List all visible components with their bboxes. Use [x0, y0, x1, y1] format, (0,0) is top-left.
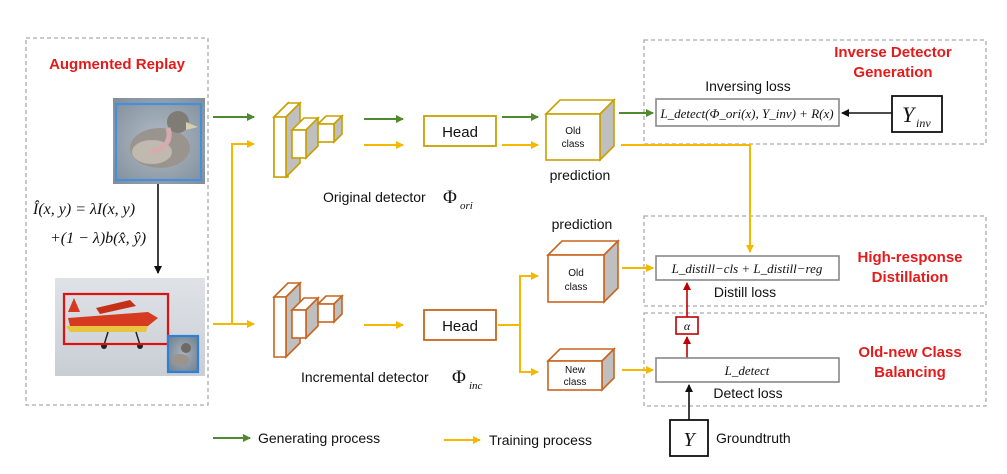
incremental-old-class-line2: class	[565, 282, 588, 293]
incremental-old-class-line1: Old	[568, 268, 584, 279]
distill-loss-formula: L_distill−cls + L_distill−reg	[671, 261, 823, 276]
inversing-loss-box	[655, 98, 840, 127]
groundtruth-symbol: Y	[683, 429, 696, 451]
inverted-bird-image	[113, 98, 205, 184]
train-arrow-to-old-class	[519, 272, 539, 325]
augmented-airplane-image	[55, 278, 205, 376]
original-old-class-cube	[544, 98, 616, 162]
y-inv-sub: inv	[916, 116, 931, 130]
detect-loss-box	[655, 357, 840, 383]
groundtruth-label: Groundtruth	[716, 430, 791, 446]
incremental-prediction-label: prediction	[552, 216, 613, 232]
original-detector-label: Original detector	[323, 189, 426, 205]
distillation-panel	[643, 215, 987, 307]
original-old-class-line2: class	[562, 139, 585, 150]
legend: Generating process Training process	[213, 430, 592, 448]
replay-formula-line1: Î(x, y) = λI(x, y)	[32, 199, 135, 218]
inverse-generation-panel	[643, 39, 987, 145]
original-detector-sub: ori	[460, 200, 473, 212]
distill-title-line1: High-response	[857, 249, 962, 266]
augmented-replay-title: Augmented Replay	[49, 56, 186, 73]
alpha-symbol: α	[684, 319, 691, 333]
distill-loss-box	[655, 255, 840, 281]
inversing-loss-formula: L_detect(Φ_ori(x), Y_inv) + R(x)	[659, 106, 833, 121]
new-class-cube	[546, 347, 616, 392]
groundtruth-box	[669, 419, 709, 457]
balance-title-line1: Old-new Class	[858, 344, 961, 361]
distill-loss-title: Distill loss	[714, 284, 776, 300]
incremental-head-label: Head	[442, 318, 478, 335]
balance-title-line2: Balancing	[874, 364, 946, 381]
train-arrow-to-new-class	[519, 325, 539, 376]
incremental-detector-sub: inc	[469, 380, 483, 392]
legend-generating-label: Generating process	[258, 430, 380, 446]
incremental-detector-backbone	[272, 281, 344, 359]
original-detector-symbol: Φ	[443, 187, 457, 208]
original-head-label: Head	[442, 124, 478, 141]
y-inv-box	[891, 95, 943, 133]
replay-formula-line2: +(1 − λ)b(x̂, ŷ)	[50, 230, 146, 247]
original-old-class-line1: Old	[565, 126, 581, 137]
augmented-replay-panel	[25, 37, 209, 406]
balancing-panel	[643, 312, 987, 407]
new-class-line1: New	[565, 365, 586, 376]
legend-training-label: Training process	[489, 432, 592, 448]
detect-loss-title: Detect loss	[713, 385, 782, 401]
train-arrow-old-class-to-distill	[621, 144, 754, 253]
incremental-old-class-cube	[546, 239, 620, 304]
inverse-title-line1: Inverse Detector	[834, 44, 952, 61]
train-arrow-replay-to-original	[231, 140, 255, 324]
y-inv-symbol: Y	[902, 102, 917, 127]
incremental-head-box	[423, 309, 497, 341]
incremental-detector-label: Incremental detector	[301, 369, 429, 385]
original-detector-backbone	[272, 101, 344, 179]
incremental-detector-symbol: Φ	[452, 367, 466, 388]
original-head-box	[423, 115, 497, 147]
distill-title-line2: Distillation	[872, 269, 949, 286]
original-prediction-label: prediction	[550, 167, 611, 183]
detect-loss-formula: L_detect	[724, 363, 770, 378]
new-class-line2: class	[564, 377, 587, 388]
inverse-title-line2: Generation	[853, 64, 932, 81]
inversing-loss-title: Inversing loss	[705, 78, 791, 94]
